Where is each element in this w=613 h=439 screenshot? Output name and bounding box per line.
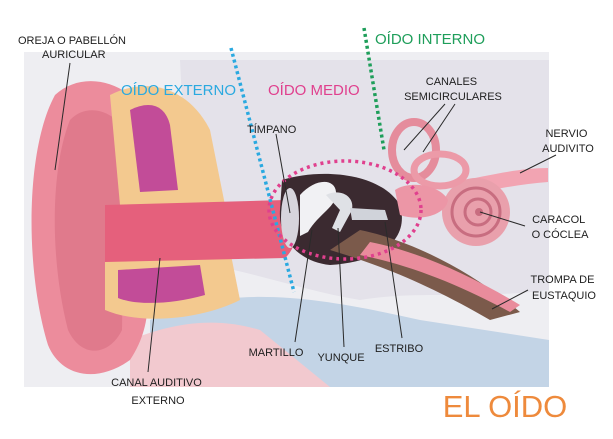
external-middle-divider [229,47,296,293]
lower-cartilage-inner [118,265,205,303]
leader-stapes [384,221,403,339]
leader-incus [337,227,345,348]
label-tympanum: TÍMPANO [247,123,297,136]
ear-canal [105,200,297,262]
cochlea-core [475,208,483,216]
leader-canals-1 [403,103,446,151]
leader-nerve [519,154,557,174]
ossicle-incus [326,192,353,232]
label-pinna: OREJA O PABELLÓN AURICULAR [18,34,129,61]
leader-malleus [294,229,313,343]
cochlea-turn-2 [463,197,493,227]
leader-cochlea [479,211,526,227]
vestibule [395,184,448,218]
diagram-title: EL OÍDO [443,389,568,424]
label-cochlea: CARACOL O CÓCLEA [532,214,590,241]
section-external-label: OÍDO EXTERNO [121,82,236,99]
middle-internal-divider [362,27,386,151]
label-stapes: ESTRIBO [375,343,424,355]
label-canals: CANALES SEMICIRCULARES [404,76,502,103]
section-middle-label: OÍDO MEDIO [268,82,360,99]
label-malleus: MARTILLO [249,347,304,359]
section-internal-label: OÍDO INTERNO [375,31,485,48]
label-eustachian: TROMPA DE EUSTAQUIO [530,274,597,302]
middle-ear-outline [267,159,423,261]
eustachian-tube-lining [360,242,520,312]
leader-canal [147,257,161,373]
label-incus: YUNQUE [317,352,364,364]
cochlea-turn-1 [450,186,502,238]
label-canal: CANAL AUDITIVO EXTERNO [111,377,205,407]
label-nerve: NERVIO AUDIVITO [542,128,594,155]
leader-eustachian [491,289,529,310]
leader-canals-2 [422,103,456,153]
leader-tympanum [275,133,291,214]
leader-pinna [54,62,71,171]
semicircular-canal-b [410,150,470,190]
upper-cartilage-inner [130,105,178,192]
lower-skin [130,322,330,387]
ossicle-stapes [350,208,388,220]
tympanic-membrane [281,188,299,248]
